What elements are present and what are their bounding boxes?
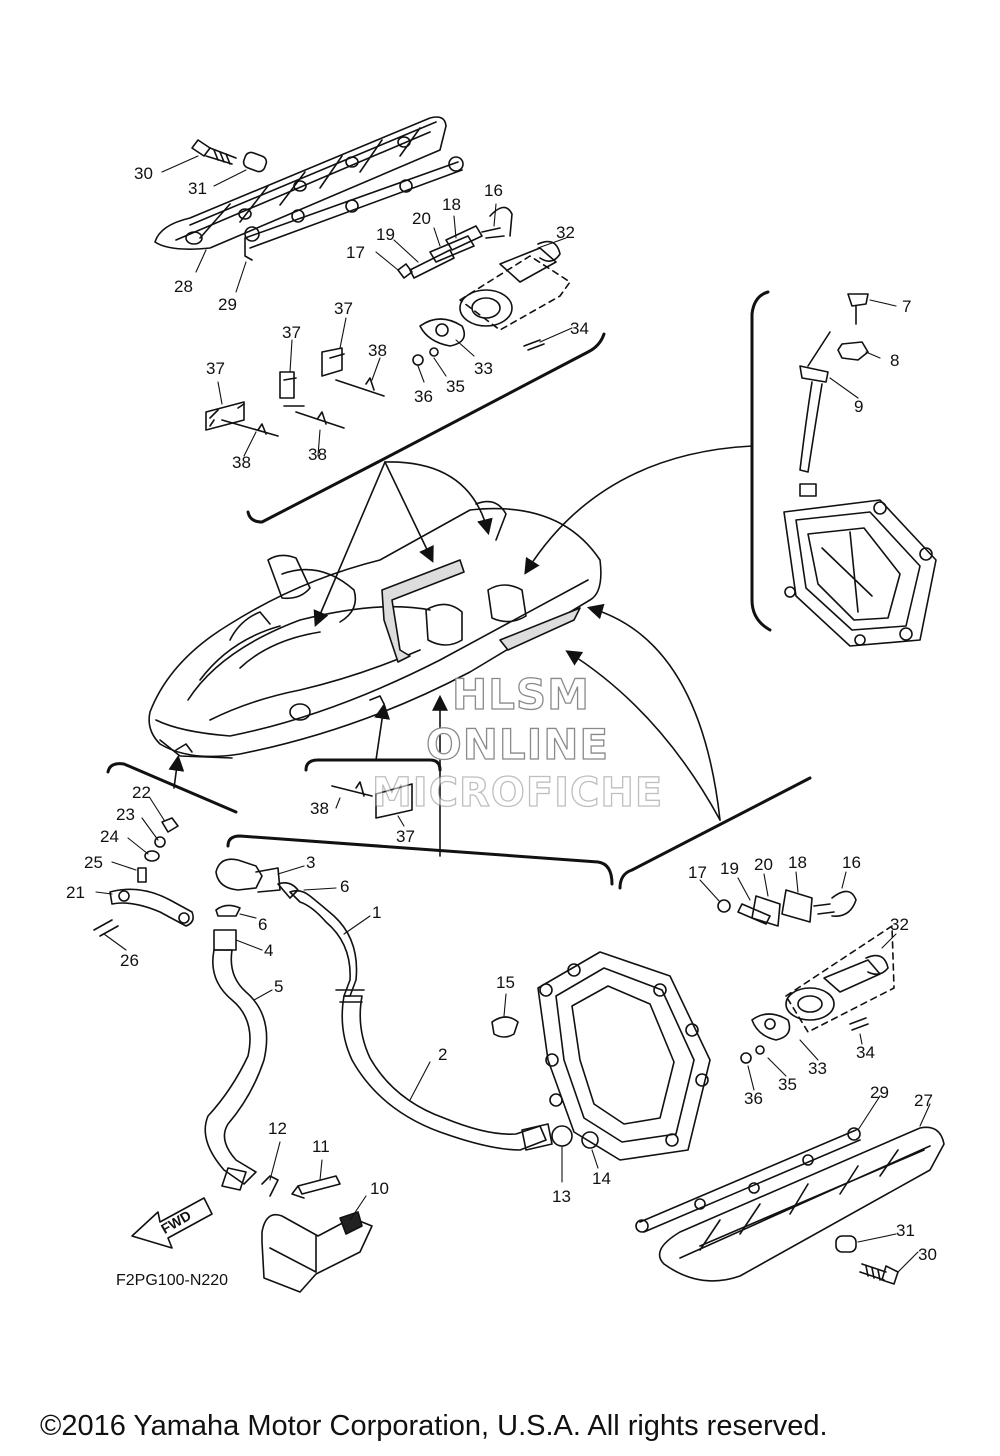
callout-26[interactable]: 26: [120, 951, 139, 970]
callout-31-bottom[interactable]: 31: [896, 1221, 915, 1240]
callout-6-b[interactable]: 6: [258, 915, 268, 934]
callout-30-bottom[interactable]: 30: [918, 1245, 937, 1264]
callout-38[interactable]: 38: [310, 799, 329, 818]
top-rail-gasket: [244, 156, 464, 261]
callout-38-a[interactable]: 38: [368, 341, 387, 360]
callout-36-right[interactable]: 36: [744, 1089, 763, 1108]
left-bracket-parts: [93, 817, 194, 937]
callout-37-b[interactable]: 37: [282, 323, 301, 342]
callout-24[interactable]: 24: [100, 827, 119, 846]
callout-23[interactable]: 23: [116, 805, 135, 824]
callout-37-a[interactable]: 37: [206, 359, 225, 378]
callout-18[interactable]: 18: [442, 195, 461, 214]
top-group-bracket: [246, 332, 606, 524]
callout-8[interactable]: 8: [890, 351, 900, 370]
watermark-line2: ONLINE: [425, 719, 610, 769]
callout-13[interactable]: 13: [552, 1187, 571, 1206]
callout-33[interactable]: 33: [474, 359, 493, 378]
callout-3[interactable]: 3: [306, 853, 316, 872]
callout-12[interactable]: 12: [268, 1119, 287, 1138]
callout-21[interactable]: 21: [66, 883, 85, 902]
callout-6-a[interactable]: 6: [340, 877, 350, 896]
left-group-bracket: [106, 762, 238, 814]
callout-32-right[interactable]: 32: [890, 915, 909, 934]
callout-29-bottom[interactable]: 29: [870, 1083, 889, 1102]
callout-38-c[interactable]: 38: [308, 445, 327, 464]
copyright-text: ©2016 Yamaha Motor Corporation, U.S.A. A…: [40, 1410, 828, 1442]
callout-25[interactable]: 25: [84, 853, 103, 872]
callout-20[interactable]: 20: [412, 209, 431, 228]
callout-19-right[interactable]: 19: [720, 859, 739, 878]
callout-14[interactable]: 14: [592, 1169, 611, 1188]
callout-22[interactable]: 22: [132, 783, 151, 802]
top-clip-assembly: [397, 206, 571, 366]
callout-36[interactable]: 36: [414, 387, 433, 406]
hose-parts: [204, 858, 599, 1293]
leader-lines: [95, 155, 931, 1273]
watermark-line3: MICROFICHE: [371, 769, 664, 816]
bottom-hand-rail: [635, 1126, 945, 1285]
callout-1[interactable]: 1: [372, 903, 382, 922]
callout-15[interactable]: 15: [496, 973, 515, 992]
callout-5[interactable]: 5: [274, 977, 284, 996]
callout-35-right[interactable]: 35: [778, 1075, 797, 1094]
top-fasteners: [205, 347, 385, 437]
callout-2[interactable]: 2: [438, 1045, 448, 1064]
callout-29[interactable]: 29: [218, 295, 237, 314]
right-panel-parts: [783, 293, 937, 647]
right-panel-bracket: [750, 290, 772, 632]
top-bolt-collar: [191, 139, 268, 173]
callout-32[interactable]: 32: [556, 223, 575, 242]
hull-leader-arrows: [168, 445, 753, 857]
bottom-group-bracket: [226, 776, 812, 890]
watercraft-hull: [148, 500, 602, 759]
callout-37-c[interactable]: 37: [334, 299, 353, 318]
callout-18-right[interactable]: 18: [788, 853, 807, 872]
callout-28[interactable]: 28: [174, 277, 193, 296]
callout-33-right[interactable]: 33: [808, 1059, 827, 1078]
callout-17[interactable]: 17: [346, 243, 365, 262]
callout-7[interactable]: 7: [902, 297, 912, 316]
callout-37[interactable]: 37: [396, 827, 415, 846]
callout-10[interactable]: 10: [370, 1179, 389, 1198]
callout-4[interactable]: 4: [264, 941, 274, 960]
callout-34[interactable]: 34: [570, 319, 589, 338]
callout-16[interactable]: 16: [484, 181, 503, 200]
callout-27[interactable]: 27: [914, 1091, 933, 1110]
right-clip-assembly: [717, 889, 895, 1064]
callout-30[interactable]: 30: [134, 164, 153, 183]
callout-34-right[interactable]: 34: [856, 1043, 875, 1062]
watermark-line1: HLSM: [451, 669, 590, 719]
top-hand-rail: [154, 116, 447, 250]
callout-20-right[interactable]: 20: [754, 855, 773, 874]
callout-17-right[interactable]: 17: [688, 863, 707, 882]
diagram-code: F2PG100-N220: [116, 1272, 229, 1289]
mid-bracket: [304, 758, 442, 819]
callout-38-b[interactable]: 38: [232, 453, 251, 472]
callout-16-right[interactable]: 16: [842, 853, 861, 872]
callout-9[interactable]: 9: [854, 397, 864, 416]
callout-11[interactable]: 11: [312, 1137, 330, 1156]
jet-pump-housing: [491, 951, 711, 1161]
callout-31[interactable]: 31: [188, 179, 207, 198]
callout-19[interactable]: 19: [376, 225, 395, 244]
fwd-arrow-icon: [131, 1197, 213, 1249]
callout-35[interactable]: 35: [446, 377, 465, 396]
